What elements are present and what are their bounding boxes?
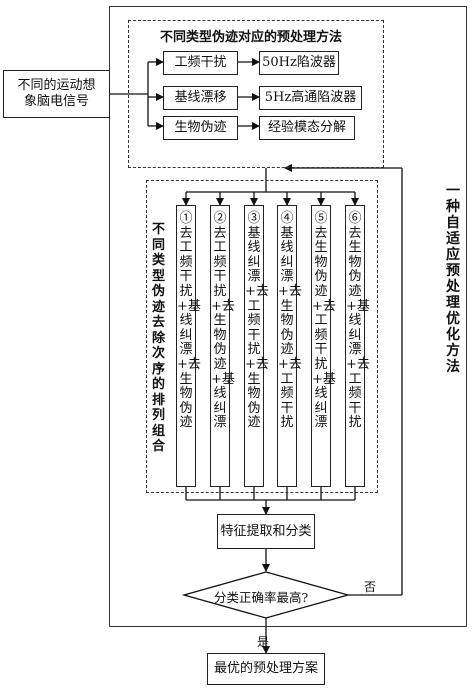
artifact-label: 基线漂移 xyxy=(174,90,227,106)
artifact-label: 工频干扰 xyxy=(174,55,227,71)
method-box-baseline: 5Hz高通陷波器 xyxy=(259,86,362,110)
decision-diamond xyxy=(181,571,351,619)
no-label: 否 xyxy=(364,580,377,594)
final-scheme-label: 最优的预处理方案 xyxy=(213,661,318,677)
method-title: 一种自适应预处理优化方法 xyxy=(446,183,460,375)
method-frame xyxy=(109,6,467,627)
input-signal-box: 不同的运动想 象脑电信号 xyxy=(3,70,110,118)
method-label: 经验模态分解 xyxy=(267,120,346,136)
combo-title: 不同类型伪迹去除次序的排列组合 xyxy=(151,222,165,454)
combo-column-6: ⑥去生物伪迹+基线纠漂+去工频干扰 xyxy=(345,205,370,487)
artifact-box-baseline: 基线漂移 xyxy=(163,86,238,110)
combo-column-5: ⑤去生物伪迹+去工频干扰+基线纠漂 xyxy=(311,205,336,487)
input-signal-label: 不同的运动想 象脑电信号 xyxy=(17,78,96,109)
yes-label: 是 xyxy=(257,635,270,649)
method-box-powerline: 50Hz陷波器 xyxy=(259,51,339,75)
combo-column-4: ④基线纠漂+去生物伪迹+去工频干扰 xyxy=(277,205,302,487)
combo-column-2: ②去工频干扰+去生物伪迹+基线纠漂 xyxy=(210,205,235,487)
method-box-biological: 经验模态分解 xyxy=(259,116,355,140)
method-label: 50Hz陷波器 xyxy=(262,55,336,71)
final-scheme-box: 最优的预处理方案 xyxy=(207,653,325,685)
feature-extraction-label: 特征提取和分类 xyxy=(220,523,312,539)
combo-column-3: ③基线纠漂+去工频干扰+去生物伪迹 xyxy=(244,205,269,487)
feature-extraction-box: 特征提取和分类 xyxy=(217,514,315,549)
preprocess-title: 不同类型伪迹对应的预处理方法 xyxy=(160,30,343,45)
combo-region xyxy=(146,180,378,493)
artifact-box-biological: 生物伪迹 xyxy=(163,116,238,140)
artifact-box-powerline: 工频干扰 xyxy=(163,51,238,75)
combo-column-1: ①去工频干扰+基线纠漂+去生物伪迹 xyxy=(176,205,201,487)
artifact-label: 生物伪迹 xyxy=(174,120,227,136)
preprocess-region xyxy=(128,20,384,168)
method-label: 5Hz高通陷波器 xyxy=(264,90,357,106)
decision-label: 分类正确率最高? xyxy=(214,590,309,605)
